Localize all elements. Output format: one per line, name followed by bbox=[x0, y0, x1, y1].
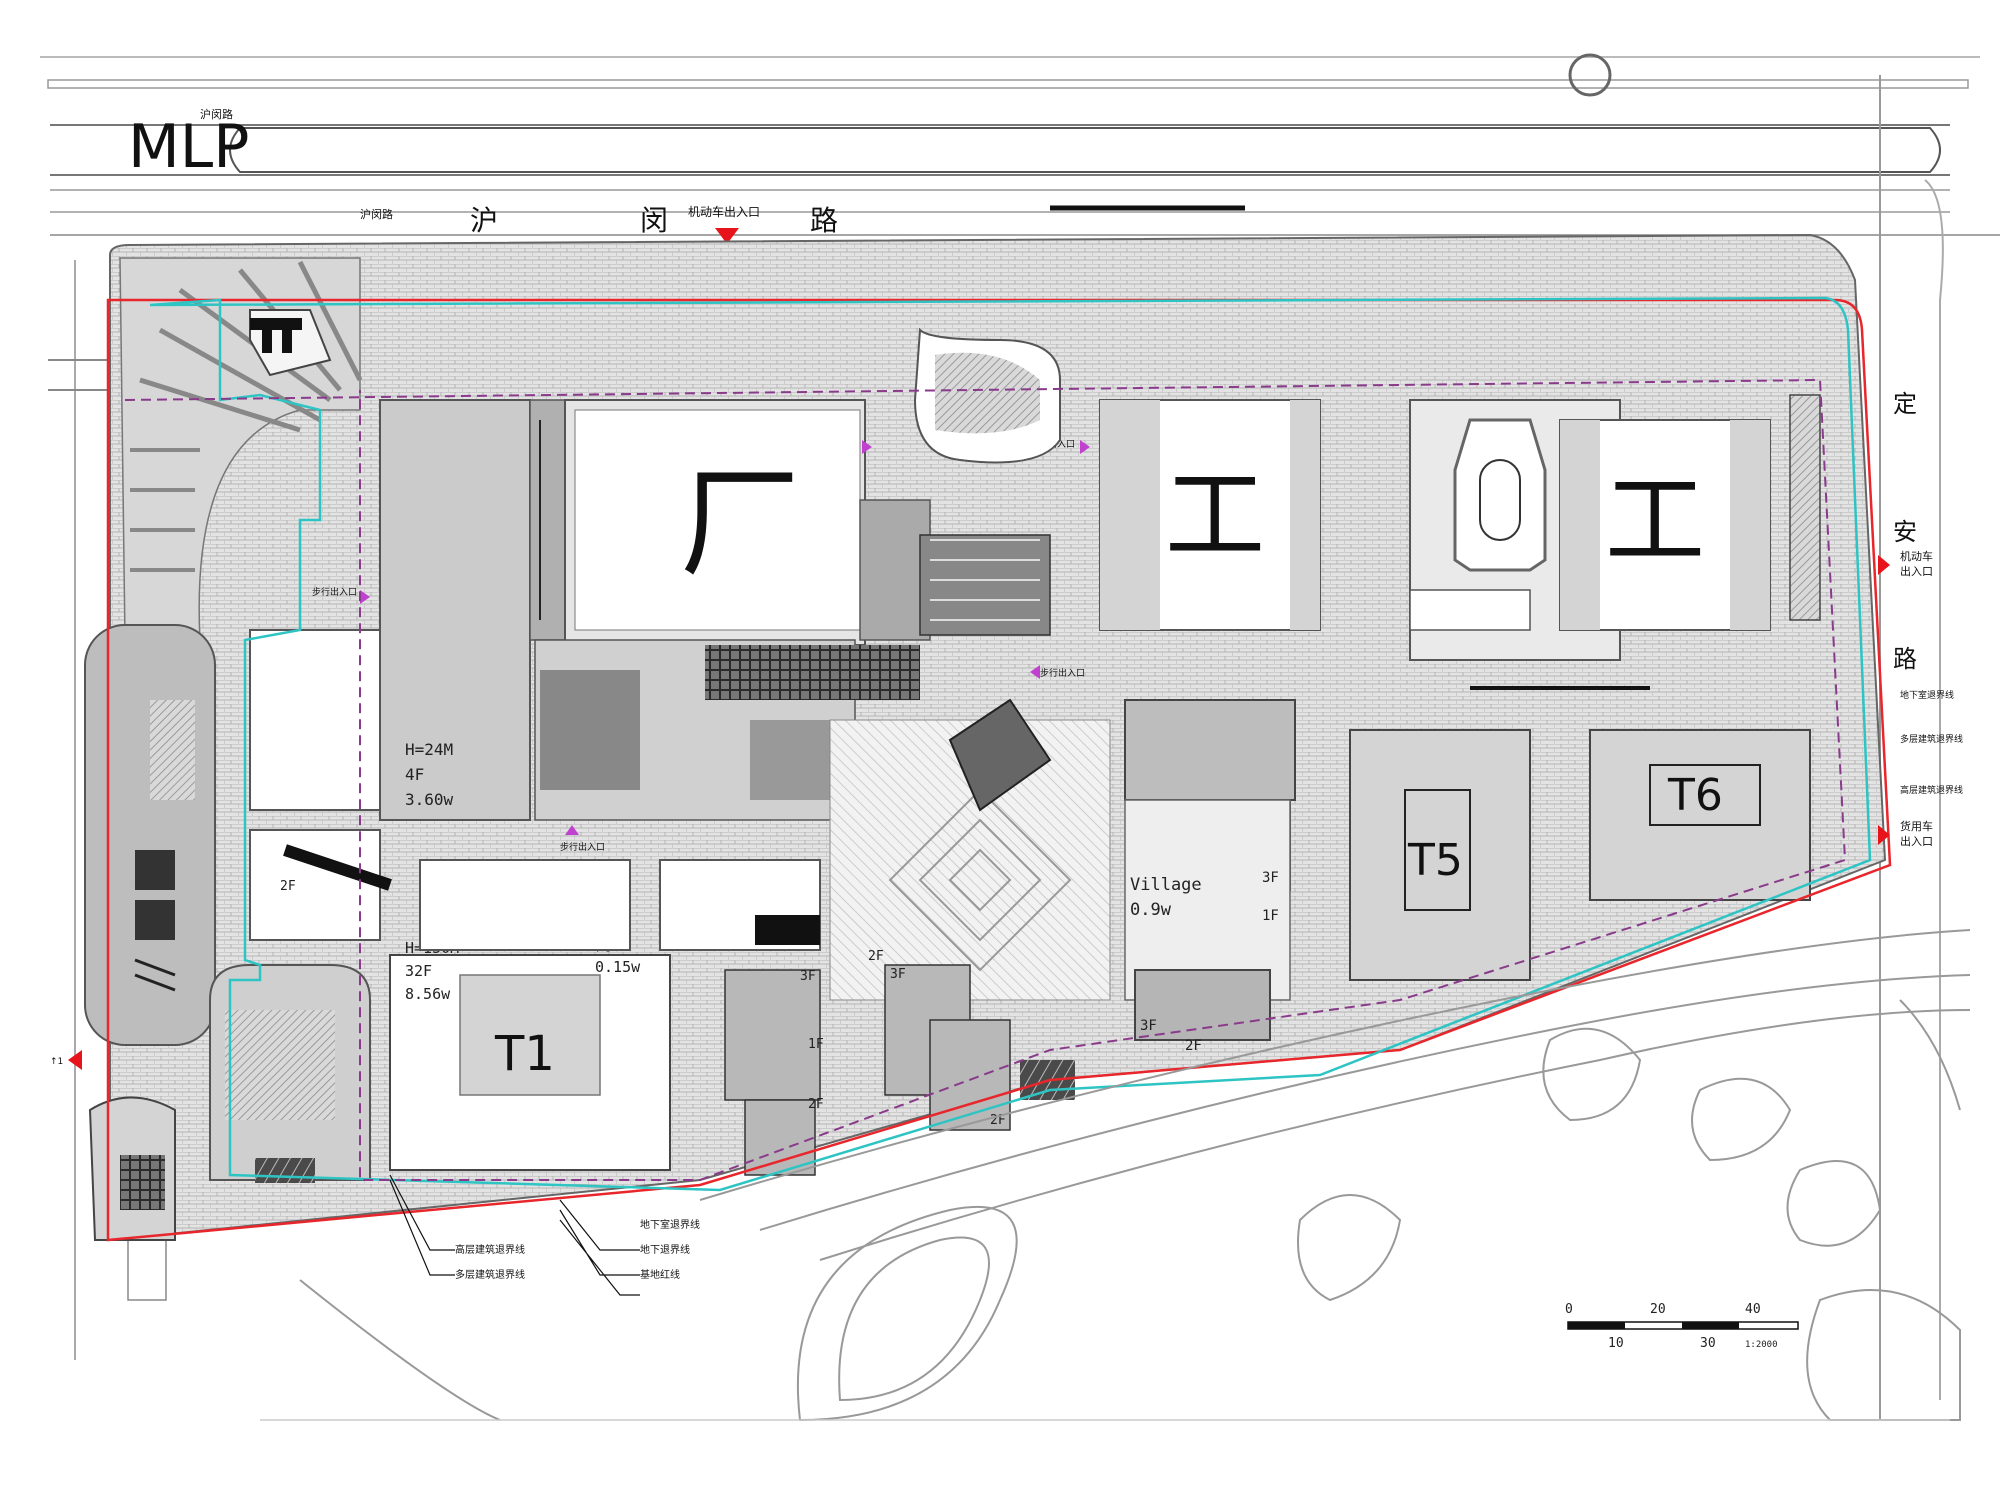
road-north-char-3: 路 bbox=[810, 204, 838, 237]
north-road bbox=[47, 53, 2000, 236]
setback-cyan-line bbox=[149, 296, 1872, 1192]
east-entrance-1-line-2: 出入口 bbox=[1900, 564, 1933, 578]
road-north-char-2: 闵 bbox=[640, 204, 668, 237]
east-road: 定 安 路 bbox=[1879, 75, 1944, 1420]
road-east-char-3: 路 bbox=[1893, 645, 1917, 673]
scale-tick-10: 10 bbox=[1608, 1336, 1624, 1351]
north-block-3: 工 bbox=[1559, 419, 1771, 631]
east-entrance-1-line-1: 机动车 bbox=[1900, 549, 1933, 563]
house-floor-2f-d: 2F bbox=[280, 879, 296, 894]
block-1-char: 工 bbox=[1165, 457, 1265, 574]
road-east-char-2: 安 bbox=[1893, 518, 1917, 546]
legend-item-4: 地下退界线 bbox=[640, 1243, 690, 1256]
nw-small-building bbox=[249, 309, 332, 377]
north-block-1: 工 bbox=[1099, 399, 1321, 631]
north-entrance-label: 机动车出入口 bbox=[688, 204, 760, 219]
mid-area: 0.15w bbox=[595, 958, 641, 976]
scale-bar: 0 20 40 10 30 1:2000 bbox=[1565, 1302, 1799, 1351]
scale-tick-40: 40 bbox=[1745, 1302, 1761, 1317]
podium-4f: H=24M 4F 3.60w bbox=[379, 399, 566, 821]
village: Village 0.9w 3F 1F 3F 2F bbox=[1124, 699, 1296, 1054]
tower-t5: T5 bbox=[1349, 729, 1531, 981]
block-2-char: 工 bbox=[1605, 462, 1705, 579]
scale-unit: 1:2000 bbox=[1745, 1340, 1778, 1350]
legend-item-3: 地下室退界线 bbox=[640, 1218, 700, 1231]
pedestrian-label-3: 步行出入口 bbox=[1040, 667, 1085, 679]
sw-gate bbox=[88, 1096, 176, 1241]
setback-purple-line bbox=[124, 378, 1847, 1181]
east-entrance-1: 机动车 出入口 bbox=[1878, 549, 1933, 578]
south-housing: 3F 1F 2F 3F 2F 2F 2F bbox=[280, 879, 1075, 1176]
tower-t5-label: T5 bbox=[1407, 835, 1463, 886]
pedestrian-label-4: 步行出入口 bbox=[560, 841, 605, 853]
plan-title: MLP bbox=[128, 112, 249, 182]
central-plaza bbox=[829, 698, 1111, 1001]
southeast-landscape bbox=[299, 929, 1971, 1422]
east-entrance-2: 货用车 出入口 bbox=[1878, 819, 1933, 848]
north-plaza bbox=[859, 327, 1061, 641]
house-floor-3f-b: 3F bbox=[890, 967, 906, 982]
village-name: Village bbox=[1130, 875, 1202, 895]
road-north-small-label: 沪闵路 bbox=[200, 107, 233, 121]
east-legend-1: 地下室退界线 bbox=[1900, 689, 1954, 701]
site-red-line bbox=[106, 298, 1892, 1242]
road-north-char-1: 沪 bbox=[470, 204, 498, 237]
podium-floors: 4F bbox=[405, 765, 424, 784]
tower-t1-label: T1 bbox=[494, 1026, 555, 1082]
village-area: 0.9w bbox=[1130, 900, 1172, 920]
tower-t1: T1 H=150M 32F 8.56w 商业 0.15w bbox=[389, 935, 671, 1171]
west-entrance: ↑1 bbox=[50, 1050, 82, 1070]
village-floor-3f-b: 3F bbox=[1140, 1018, 1157, 1034]
east-legend-3: 高层建筑退界线 bbox=[1900, 784, 1963, 796]
east-ramp bbox=[1789, 394, 1821, 621]
legend-item-5: 基地红线 bbox=[640, 1268, 680, 1281]
east-entrance-2-line-1: 货用车 bbox=[1900, 819, 1933, 833]
legend-leaders bbox=[389, 1174, 640, 1296]
road-north-small-label-2: 沪闵路 bbox=[360, 207, 393, 221]
central-block: 厂 bbox=[534, 399, 920, 821]
pedestrian-label-2: 步行出入口 bbox=[312, 586, 357, 598]
sw-garage bbox=[209, 964, 371, 1183]
central-char: 厂 bbox=[680, 455, 800, 594]
house-floor-3f: 3F bbox=[800, 969, 816, 984]
east-entrance-2-line-2: 出入口 bbox=[1900, 834, 1933, 848]
road-east-char-1: 定 bbox=[1893, 390, 1917, 418]
west-entrance-label: ↑1 bbox=[50, 1057, 63, 1067]
t1-area: 8.56w bbox=[405, 985, 451, 1003]
t1-floors: 32F bbox=[405, 962, 432, 980]
village-floor-2f: 2F bbox=[1185, 1038, 1202, 1054]
scale-tick-30: 30 bbox=[1700, 1336, 1716, 1351]
legend-item-1: 高层建筑退界线 bbox=[455, 1243, 525, 1256]
west-parking bbox=[84, 624, 216, 1046]
house-floor-2f-b: 2F bbox=[868, 949, 884, 964]
legend-item-2: 多层建筑退界线 bbox=[455, 1268, 525, 1281]
village-floor-3f: 3F bbox=[1262, 870, 1279, 886]
podium-height: H=24M bbox=[405, 740, 453, 759]
tower-t6: T6 bbox=[1589, 729, 1811, 901]
scale-tick-20: 20 bbox=[1650, 1302, 1666, 1317]
house-floor-1f: 1F bbox=[808, 1037, 824, 1052]
tower-t6-label: T6 bbox=[1667, 770, 1723, 821]
podium-area: 3.60w bbox=[405, 790, 454, 809]
house-floor-2f: 2F bbox=[808, 1097, 824, 1112]
village-floor-1f: 1F bbox=[1262, 908, 1279, 924]
east-legend-2: 多层建筑退界线 bbox=[1900, 733, 1963, 745]
scale-tick-0: 0 bbox=[1565, 1302, 1573, 1317]
